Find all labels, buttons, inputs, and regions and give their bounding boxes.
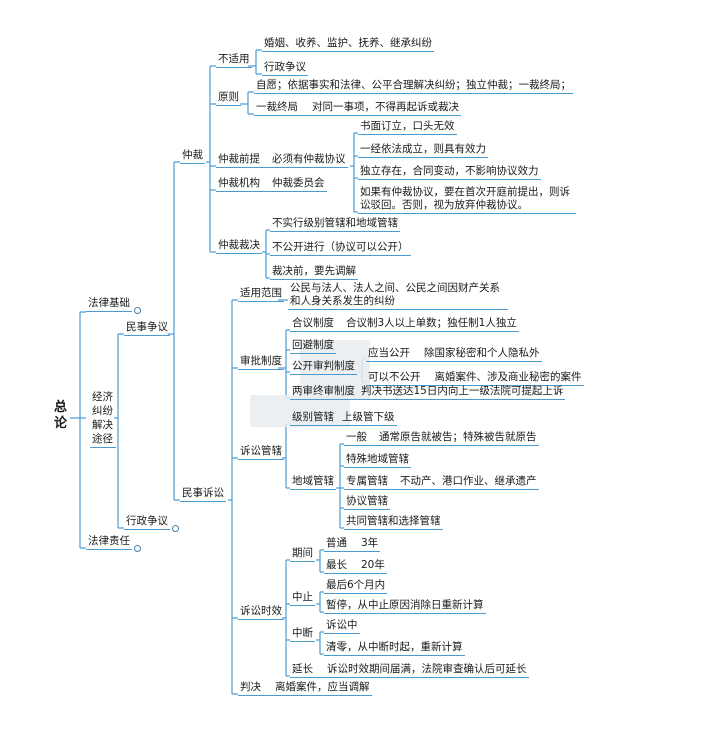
scope-desc: 公民与法人、法人之间、公民之间因财产关系和人身关系发生的纠纷: [288, 282, 508, 310]
premise-label: 仲裁前提: [218, 153, 260, 165]
node-scope: 适用范围: [238, 287, 284, 302]
node-institution: 仲裁机构仲裁委员会: [216, 177, 327, 192]
interrupt-item: 诉讼中: [324, 619, 360, 634]
territorial-agreement: 协议管辖: [344, 495, 390, 510]
node-jurisdiction: 诉讼管辖: [238, 445, 284, 460]
exclusive-label: 专属管辖: [346, 475, 388, 487]
panel-desc: 合议制3人以上单数；独任制1人独立: [346, 317, 517, 329]
node-trial: 审批制度: [238, 355, 284, 370]
limitation-suspend: 中止: [290, 591, 315, 606]
collapse-icon[interactable]: [172, 525, 179, 532]
interrupt-item: 清零，从中断时起，重新计算: [324, 641, 465, 656]
node-admin-dispute: 行政争议: [124, 515, 170, 530]
judgment-desc: 离婚案件，应当调解: [275, 681, 370, 693]
node-principles: 原则: [216, 91, 241, 106]
public-may-label: 可以不公开: [368, 371, 421, 383]
premise-desc: 必须有仲裁协议: [272, 153, 346, 165]
premise-item: 如果有仲裁协议，要在首次开庭前提出，则诉讼驳回。否则，视为放弃仲裁协议。: [358, 186, 576, 214]
territorial-joint: 共同管辖和选择管辖: [344, 515, 443, 530]
trial-panel: 合议制度合议制3人以上单数；独任制1人独立: [290, 317, 519, 332]
premise-item: 独立存在，合同变动，不影响协议效力: [358, 165, 541, 180]
premise-item: 书面订立，口头无效: [358, 120, 457, 135]
suspend-item: 最后6个月内: [324, 579, 388, 594]
blurred-patch: [300, 340, 370, 400]
jurisdiction-level: 级别管辖上级管下级: [290, 411, 397, 426]
collapse-icon[interactable]: [134, 545, 141, 552]
longest-value: 20年: [361, 559, 385, 571]
collapse-icon[interactable]: [134, 307, 141, 314]
exclusive-desc: 不动产、港口作业、继承遗产: [400, 475, 537, 487]
territorial-exclusive: 专属管辖不动产、港口作业、继承遗产: [344, 475, 539, 490]
node-dispute: 经济纠纷解决途径: [90, 390, 116, 448]
trial-recusal: 回避制度: [290, 339, 336, 354]
trial-two-level: 两审终审制度判决书送达15日内向上一级法院可提起上诉: [290, 385, 566, 400]
node-premise: 仲裁前提必须有仲裁协议: [216, 153, 348, 168]
premise-item: 一经依法成立，则具有效力: [358, 143, 488, 158]
suspend-item: 暂停，从中止原因消除日重新计算: [324, 599, 486, 614]
public-may: 可以不公开 离婚案件、涉及商业秘密的案件: [366, 371, 584, 386]
principle-final-label: 一裁终局: [256, 101, 298, 113]
root-node: 总论: [54, 400, 68, 431]
panel-label: 合议制度: [292, 317, 334, 329]
principle-final-desc: 对同一事项，不得再起诉或裁决: [312, 101, 459, 113]
public-yes-desc: 除国家秘密和个人隐私外: [424, 347, 540, 359]
award-item: 不公开进行（协议可以公开）: [270, 241, 411, 256]
public-may-desc: 离婚案件、涉及商业秘密的案件: [434, 371, 582, 383]
period-normal: 普通 3年: [324, 537, 381, 552]
not-applicable-item: 行政争议: [262, 61, 308, 76]
node-law-basics: 法律基础: [86, 297, 132, 312]
jurisdiction-territorial: 地域管辖: [290, 475, 336, 490]
extend-desc: 诉讼时效期间届满，法院审查确认后可延长: [327, 663, 527, 675]
node-litigation: 民事诉讼: [180, 487, 226, 502]
two-level-label: 两审终审制度: [292, 385, 355, 397]
node-arbitration: 仲裁: [180, 149, 205, 164]
extend-label: 延长: [292, 663, 313, 675]
node-liability: 法律责任: [86, 535, 132, 550]
period-longest: 最长 20年: [324, 559, 387, 574]
award-item: 裁决前，要先调解: [270, 265, 358, 280]
limitation-extend: 延长 诉讼时效期间届满，法院审查确认后可延长: [290, 663, 529, 678]
node-judgment: 判决 离婚案件，应当调解: [238, 681, 372, 696]
node-not-applicable: 不适用: [216, 53, 252, 68]
limitation-interrupt: 中断: [290, 627, 315, 642]
trial-public: 公开审判制度: [290, 360, 357, 375]
blurred-patch: [250, 395, 350, 427]
node-civil-dispute: 民事争议: [124, 321, 170, 336]
not-applicable-item: 婚姻、收养、监护、抚养、继承纠纷: [262, 37, 434, 52]
longest-label: 最长: [326, 559, 347, 571]
level-label: 级别管辖: [292, 411, 334, 423]
territorial-special: 特殊地域管辖: [344, 453, 411, 468]
node-limitation: 诉讼时效: [238, 605, 284, 620]
public-yes-label: 应当公开: [368, 347, 410, 359]
normal-label: 普通: [326, 537, 347, 549]
general-label: 一般: [346, 431, 367, 443]
general-desc: 通常原告就被告；特殊被告就原告: [379, 431, 537, 443]
territorial-general: 一般通常原告就被告；特殊被告就原告: [344, 431, 539, 446]
institution-label: 仲裁机构: [218, 177, 260, 189]
node-award: 仲裁裁决: [216, 239, 262, 254]
principle-voluntary: 自愿；依据事实和法律、公平合理解决纠纷；独立仲裁；一裁终局；: [254, 79, 573, 94]
principle-final: 一裁终局 对同一事项，不得再起诉或裁决: [254, 101, 461, 116]
judgment-label: 判决: [240, 681, 261, 693]
two-level-desc: 判决书送达15日内向上一级法院可提起上诉: [361, 385, 564, 397]
award-item: 不实行级别管辖和地域管辖: [270, 217, 400, 232]
institution-desc: 仲裁委员会: [272, 177, 325, 189]
normal-value: 3年: [361, 537, 379, 549]
public-yes: 应当公开 除国家秘密和个人隐私外: [366, 347, 542, 362]
limitation-period: 期间: [290, 547, 315, 562]
level-desc: 上级管下级: [342, 411, 395, 423]
